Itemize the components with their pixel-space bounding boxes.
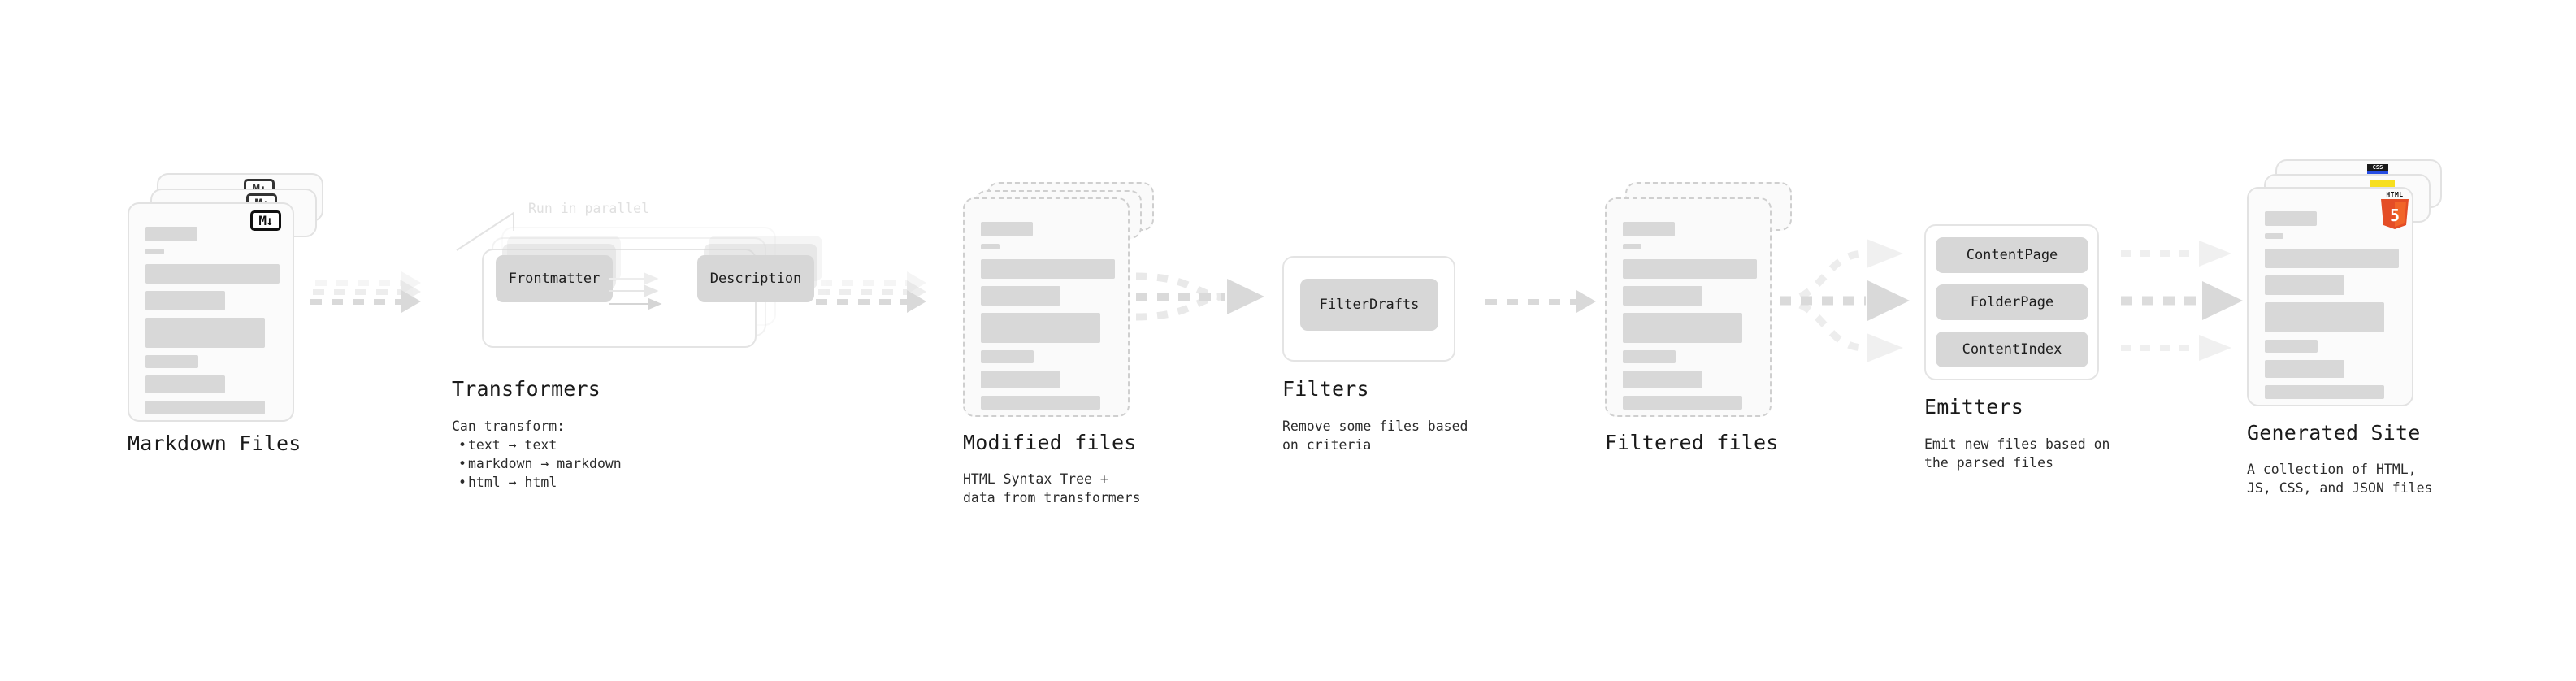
flow-arrow <box>1485 290 1596 313</box>
transformer-inner-arrows <box>609 272 662 310</box>
emitter-chip-contentindex[interactable]: ContentIndex <box>1936 332 2088 367</box>
filter-chip-filterdrafts[interactable]: FilterDrafts <box>1300 279 1438 331</box>
stage-title-emitters: Emitters <box>1924 395 2024 419</box>
content-bar <box>1623 259 1757 279</box>
content-bar <box>145 375 225 393</box>
site-file-card-front <box>2247 187 2413 406</box>
merge-arrow-to-filters <box>1136 272 1264 321</box>
content-bar <box>2265 275 2344 295</box>
transformer-capability-list: text → text markdown → markdown html → h… <box>457 436 622 492</box>
run-in-parallel-note: Run in parallel <box>528 201 650 216</box>
content-bar <box>1623 286 1702 306</box>
stage-title-filters: Filters <box>1282 377 1369 401</box>
run-in-parallel-leader <box>456 211 514 251</box>
content-bar <box>981 244 1000 249</box>
stage-title-transformers: Transformers <box>452 377 601 401</box>
content-bar <box>2265 302 2384 332</box>
content-bar <box>2265 211 2317 226</box>
markdown-icon: M↓ <box>250 210 281 231</box>
content-bar <box>981 396 1100 410</box>
html5-icon-word: HTML <box>2386 191 2404 198</box>
content-bar <box>1623 396 1742 410</box>
content-bar <box>2265 340 2318 353</box>
content-bar <box>145 318 265 348</box>
content-bar <box>145 401 265 414</box>
stage-title-generated-site: Generated Site <box>2247 421 2421 445</box>
stage-desc-modified-files: HTML Syntax Tree + data from transformer… <box>963 471 1141 505</box>
stage-desc-generated-site: A collection of HTML, JS, CSS, and JSON … <box>2247 462 2433 496</box>
flow-arrow <box>816 290 926 313</box>
transformer-chip-description[interactable]: Description <box>697 255 814 302</box>
transformer-chip-frontmatter[interactable]: Frontmatter <box>496 255 613 302</box>
content-bar <box>2265 360 2344 378</box>
content-bar <box>1623 371 1702 388</box>
content-bar <box>145 249 164 254</box>
stage-desc-emitters: Emit new files based on the parsed files <box>1924 436 2110 471</box>
content-bar <box>981 371 1060 388</box>
content-bar <box>981 259 1115 279</box>
emitter-chip-folderpage[interactable]: FolderPage <box>1936 284 2088 320</box>
markdown-file-content <box>145 227 280 422</box>
list-item: markdown → markdown <box>457 454 622 473</box>
list-item: html → html <box>457 473 622 492</box>
content-bar <box>145 264 280 284</box>
content-bar <box>981 286 1060 306</box>
content-bar <box>2265 233 2283 239</box>
content-bar <box>145 227 197 241</box>
markdown-file-card-front <box>128 202 294 422</box>
filtered-file-content <box>1623 222 1757 417</box>
html5-icon: HTML 5 <box>2379 191 2410 229</box>
modified-file-card-front <box>963 197 1130 417</box>
content-bar <box>1623 222 1675 236</box>
flow-arrows-to-site <box>2121 241 2243 361</box>
filtered-file-card-front <box>1605 197 1772 417</box>
fanout-arrow-to-emitters <box>1780 239 1910 362</box>
stage-title-modified-files: Modified files <box>963 431 1137 454</box>
stage-title-markdown-files: Markdown Files <box>128 432 301 455</box>
css3-icon: CSS <box>2367 164 2388 174</box>
list-item: text → text <box>457 436 622 454</box>
content-bar <box>2265 385 2384 399</box>
site-file-content <box>2265 211 2399 406</box>
svg-text:5: 5 <box>2390 206 2400 225</box>
stage-title-filtered-files: Filtered files <box>1605 431 1779 454</box>
content-bar <box>145 355 198 368</box>
content-bar <box>981 313 1100 343</box>
content-bar <box>145 291 225 310</box>
flow-arrow <box>310 290 421 313</box>
content-bar <box>1623 244 1641 249</box>
content-bar <box>981 350 1034 363</box>
stage-desc-transformers: Can transform: <box>452 419 566 434</box>
content-bar <box>2265 249 2399 268</box>
modified-file-content <box>981 222 1115 417</box>
content-bar <box>981 222 1033 236</box>
content-bar <box>1623 313 1742 343</box>
content-bar <box>1623 350 1676 363</box>
emitter-chip-contentpage[interactable]: ContentPage <box>1936 237 2088 273</box>
stage-desc-filters: Remove some files based on criteria <box>1282 419 1468 453</box>
